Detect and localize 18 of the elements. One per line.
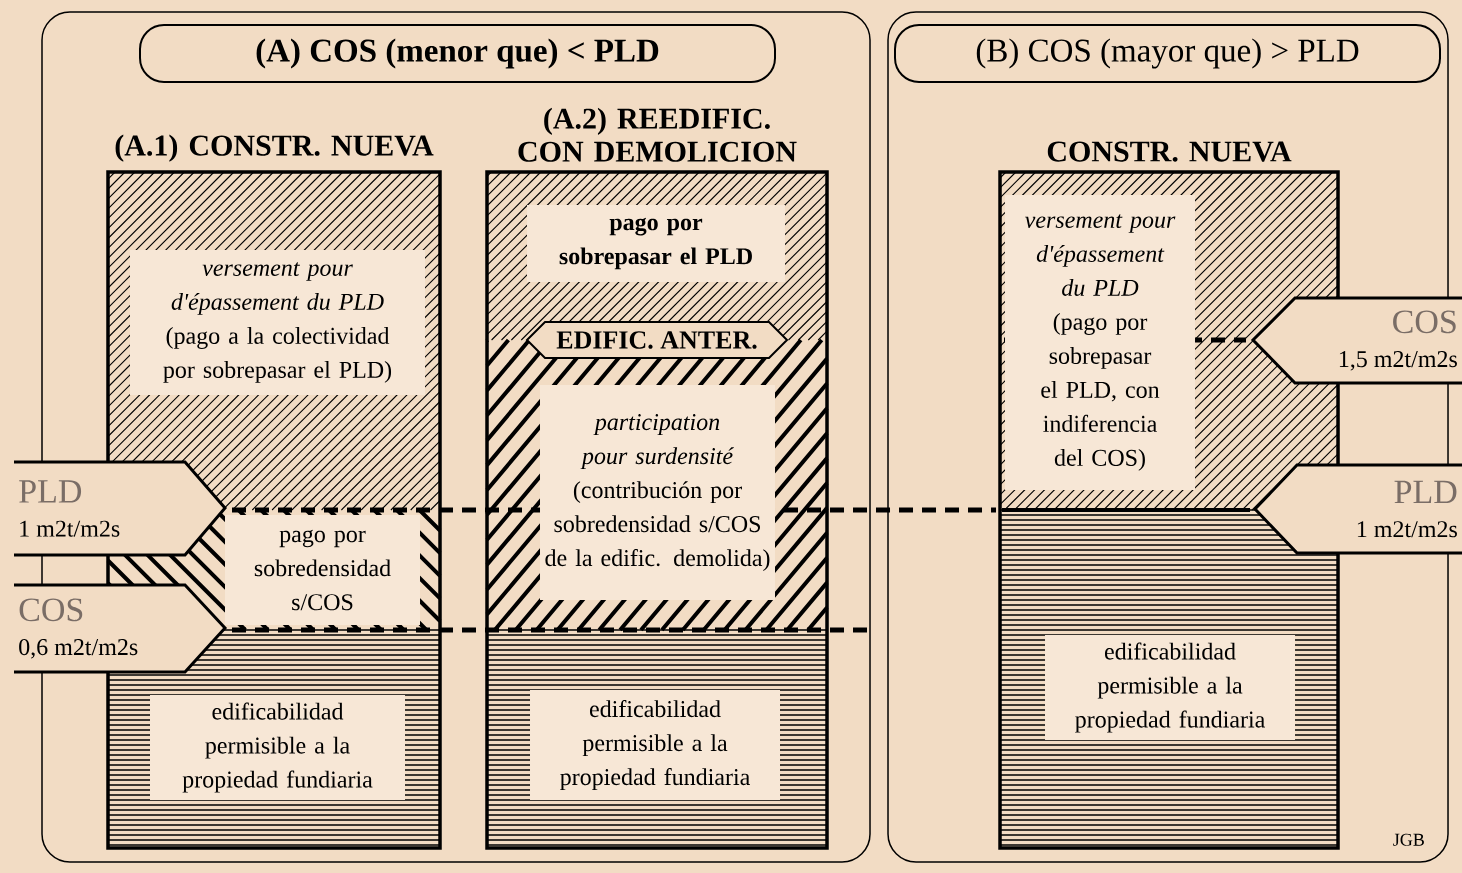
text-patch: edificabilidad permisible a la propiedad fundiaria (150, 695, 405, 800)
node-label: CONSTR. NUEVA (1047, 141, 1292, 162)
level-pointer: COS 1,5 m2t/m2s (1250, 296, 1462, 385)
title-box: (B) COS (mayor que) > PLD (894, 24, 1441, 83)
node-label: (A.1) CONSTR. NUEVA (115, 134, 434, 162)
level-pointer: COS 0,6 m2t/m2s (12, 583, 228, 674)
level-pointer: PLD 1 m2t/m2s (12, 460, 227, 557)
text-patch: pago por sobrepasar el PLD (527, 205, 785, 282)
text-patch: edificabilidad permisible a la propiedad fundiaria (1045, 635, 1295, 740)
level-pointer: PLD 1 m2t/m2s (1252, 463, 1462, 555)
node-label: (A.2) REEDIFIC. CON DEMOLICION (518, 107, 797, 162)
text-patch: versement pour d'épassement du PLD (pago a la colectividad por sobrepasar el PLD) (130, 250, 425, 395)
text-patch: versement pour d'épassement du PLD (pago por sobrepasar el PLD, con indiferencia del COS) (1005, 195, 1195, 490)
text-patch: participation pour surdensité (contribución por sobredensidad s/COS de la edific. demolida) (540, 385, 775, 600)
signature: JGB (1393, 833, 1424, 846)
text-patch: pago por sobredensidad s/COS (225, 515, 420, 625)
title-box: (A) COS (menor que) < PLD (139, 24, 776, 83)
text-patch: edificabilidad permisible a la propiedad fundiaria (530, 690, 780, 800)
